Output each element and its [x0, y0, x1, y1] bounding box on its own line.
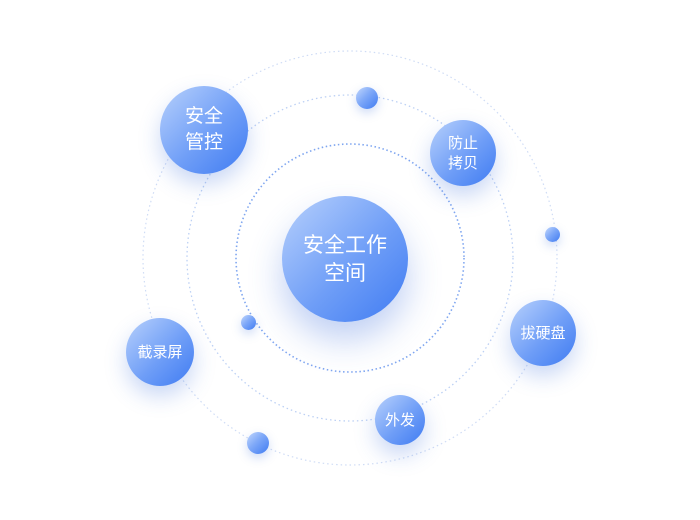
node-security-control: 安全 管控 — [160, 86, 248, 174]
orbit-dot — [545, 227, 560, 242]
orbit-dot — [356, 87, 378, 109]
center-node-label: 安全工作 空间 — [303, 232, 387, 285]
node-external-send-label: 外发 — [384, 410, 415, 429]
node-remove-disk: 拔硬盘 — [510, 300, 576, 366]
node-external-send: 外发 — [375, 395, 425, 445]
outer-orbit-ring — [142, 50, 558, 466]
node-prevent-copy: 防止 拷贝 — [430, 120, 496, 186]
center-node-secure-workspace: 安全工作 空间 — [282, 196, 408, 322]
inner-orbit-ring — [235, 143, 465, 373]
node-security-control-label: 安全 管控 — [184, 105, 223, 153]
node-screen-capture-label: 截录屏 — [137, 342, 183, 361]
node-prevent-copy-label: 防止 拷贝 — [447, 133, 478, 172]
orbit-dot — [241, 315, 256, 330]
node-screen-capture: 截录屏 — [126, 318, 194, 386]
orbit-dot — [247, 432, 269, 454]
middle-orbit-ring — [186, 94, 514, 422]
node-remove-disk-label: 拔硬盘 — [520, 323, 566, 342]
